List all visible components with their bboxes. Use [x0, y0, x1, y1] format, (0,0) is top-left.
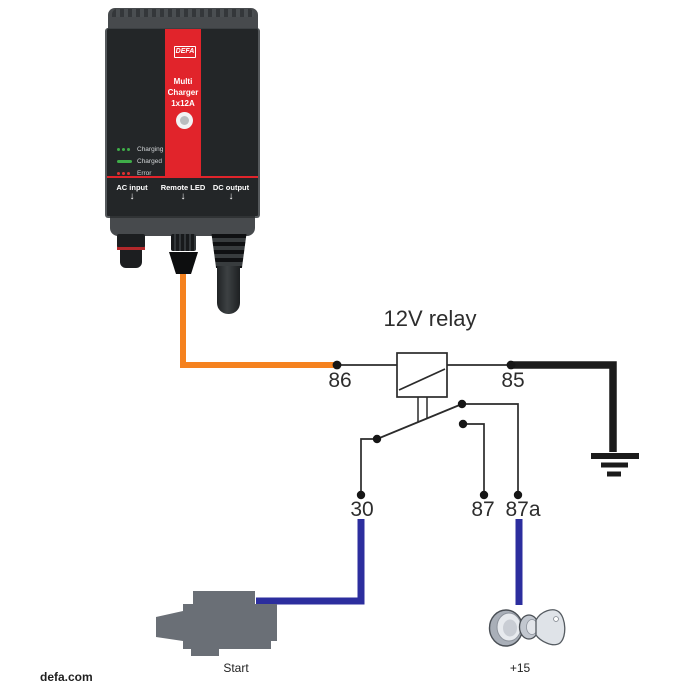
starter-label: Start [223, 661, 249, 675]
terminal-85-label: 85 [501, 369, 525, 392]
charger-top-cap [108, 8, 258, 30]
charger-bottom-band [110, 216, 255, 236]
starter-motor [156, 591, 277, 656]
relay-coil-box [396, 352, 448, 398]
ac-input-connector [117, 234, 145, 248]
ground-symbol [591, 453, 639, 477]
ac-input-label: AC input [116, 183, 148, 192]
terminal-86-dot [332, 360, 342, 370]
dc-cable-strain-relief [211, 234, 247, 268]
defa-logo: DEFA [174, 46, 196, 58]
remote-led-label: Remote LED [160, 183, 206, 192]
relay-title: 12V relay [383, 306, 477, 331]
lead-87 [463, 423, 485, 495]
ac-connector-red-ring [117, 247, 145, 250]
ground-wire [511, 361, 617, 452]
lead-30 [360, 438, 377, 495]
error-label: Error [137, 169, 152, 177]
led-row-error: Error [117, 167, 177, 179]
model-line-3: 1x12A [171, 99, 195, 108]
terminal-30-dot [356, 490, 366, 500]
switch-pivot-dot [372, 434, 382, 444]
charger-red-divider [107, 176, 258, 178]
terminal-87-label: 87 [471, 498, 495, 521]
model-line-1: Multi [173, 77, 193, 86]
charging-label: Charging [137, 145, 164, 153]
switch-contact-87a-dot [457, 399, 467, 409]
lead-87a [462, 403, 519, 495]
ac-input-arrow-icon: ↓ [129, 191, 135, 202]
relay-switch-arm [376, 403, 463, 440]
terminal-87-dot [479, 490, 489, 500]
remote-led-arrow-icon: ↓ [180, 191, 186, 202]
dc-output-label: DC output [212, 183, 250, 192]
remote-led-connector [171, 234, 196, 251]
charger-model-text: Multi Charger 1x12A [160, 76, 206, 109]
ignition-label: +15 [509, 661, 531, 675]
charging-leds-icon [117, 147, 133, 151]
dc-output-cable [217, 266, 240, 314]
charged-label: Charged [137, 157, 162, 165]
orange-remote-wire [180, 272, 337, 368]
blue-wire-30-start [256, 519, 365, 605]
switch-contact-87-dot [458, 419, 468, 429]
charged-led-icon [117, 159, 132, 163]
relay-coil-diagonal [398, 368, 446, 391]
status-led-panel: Charging Charged Error [117, 143, 177, 179]
ignition-key [488, 609, 566, 647]
led-row-charged: Charged [117, 155, 177, 167]
terminal-85-dot [506, 360, 516, 370]
dc-output-arrow-icon: ↓ [228, 191, 234, 202]
model-line-2: Charger [167, 88, 199, 97]
terminal-87a-dot [513, 490, 523, 500]
error-leds-icon [117, 171, 133, 175]
defa-com-text: defa.com [40, 670, 93, 684]
terminal-86-label: 86 [328, 369, 352, 392]
led-row-charging: Charging [117, 143, 177, 155]
terminal-87a-label: 87a [505, 498, 541, 521]
terminal-30-label: 30 [350, 498, 374, 521]
relay-armature-link [417, 397, 428, 422]
ac-connector-barrel [120, 250, 142, 268]
indicator-button-center [180, 116, 189, 125]
remote-led-plug [169, 252, 198, 274]
